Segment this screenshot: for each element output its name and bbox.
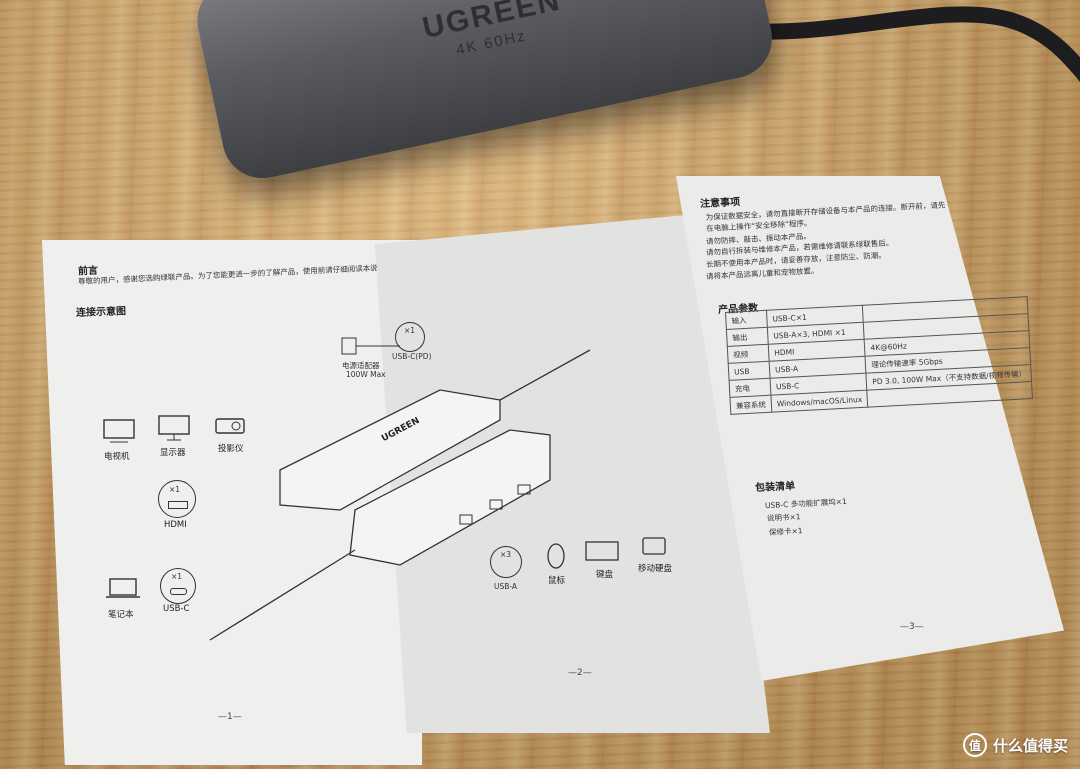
adapter-cable-icon xyxy=(341,337,400,355)
adapter-power: 100W Max xyxy=(346,370,386,379)
hdd-label: 移动硬盘 xyxy=(638,564,673,574)
device-monitor-label: 显示器 xyxy=(160,448,186,458)
usb-cable xyxy=(729,6,1080,82)
hdmi-count: ×1 xyxy=(169,485,181,494)
adapter-label: 电源适配器 xyxy=(342,361,380,370)
mouse-label: 鼠标 xyxy=(548,576,566,586)
hdmi-port-icon xyxy=(168,501,188,509)
device-projector-label: 投影仪 xyxy=(218,444,244,454)
package-item: 保修卡×1 xyxy=(768,526,803,537)
watermark-text: 什么值得买 xyxy=(992,736,1068,755)
pd-port-circle: ×1 xyxy=(395,322,425,352)
param-key: 充电 xyxy=(729,378,771,398)
param-key: 输入 xyxy=(725,310,768,330)
manual-page-1 xyxy=(42,240,422,765)
watermark-logo-icon: 值 xyxy=(962,733,987,757)
hdmi-port-circle: ×1 xyxy=(158,480,196,518)
hdmi-label: HDMI xyxy=(164,520,187,530)
param-key: 视频 xyxy=(727,344,770,364)
usbc-port-circle: ×1 xyxy=(160,568,196,604)
laptop-label: 笔记本 xyxy=(108,610,134,620)
page3-number: —3— xyxy=(900,622,924,632)
page2-number: —2— xyxy=(568,668,592,678)
usba-port-circle: ×3 xyxy=(490,546,522,578)
laptop-icon xyxy=(106,578,140,598)
watermark: 值 什么值得买 xyxy=(962,733,1068,757)
keyboard-icon xyxy=(585,541,619,561)
param-key: USB xyxy=(728,361,771,381)
package-title: 包装清单 xyxy=(754,480,796,495)
package-item: 说明书×1 xyxy=(766,512,801,523)
usbc-port-icon xyxy=(170,588,187,595)
notice-title: 注意事项 xyxy=(699,196,741,211)
mouse-icon xyxy=(547,543,565,569)
hard-drive-icon xyxy=(642,537,666,555)
page1-number: —1— xyxy=(218,712,242,722)
pd-label: USB-C(PD) xyxy=(392,352,432,361)
tv-icon xyxy=(103,419,135,443)
device-tv-label: 电视机 xyxy=(104,452,130,462)
hub-illustration xyxy=(209,349,591,641)
page1-section-title: 连接示意图 xyxy=(75,306,127,319)
usbc-count: ×1 xyxy=(171,572,183,581)
pd-count: ×1 xyxy=(404,326,416,335)
keyboard-label: 键盘 xyxy=(596,570,614,580)
param-key: 输出 xyxy=(726,327,769,347)
usba-label: USB-A xyxy=(494,582,518,591)
usbc-label: USB-C xyxy=(163,604,190,614)
monitor-icon xyxy=(158,415,190,441)
projector-icon xyxy=(215,418,245,434)
param-key: 兼容系统 xyxy=(729,395,772,415)
usba-count: ×3 xyxy=(500,550,512,559)
